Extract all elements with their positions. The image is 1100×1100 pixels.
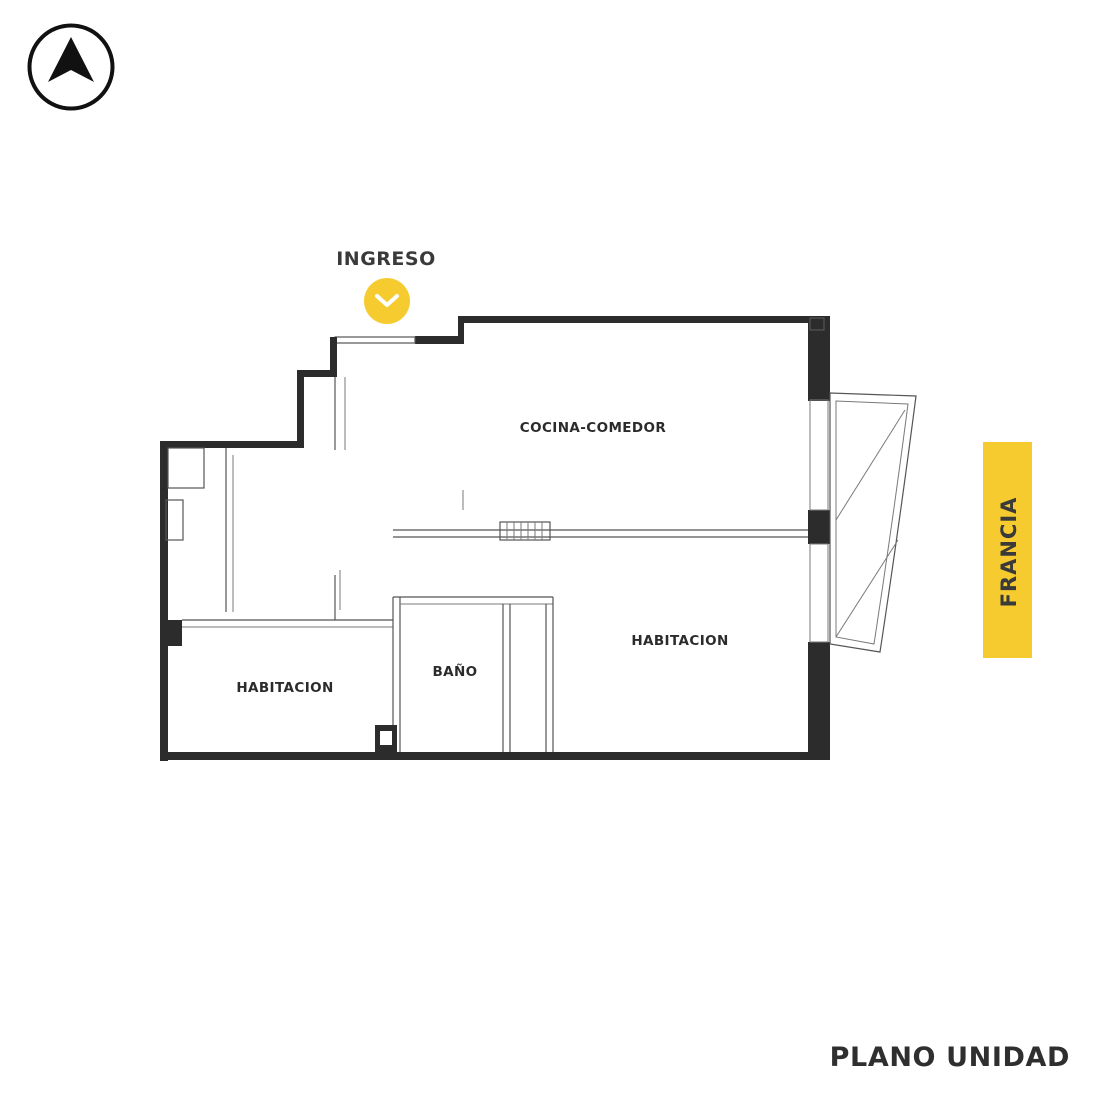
room-label-bedroom-left: HABITACION	[236, 680, 333, 696]
walls	[160, 316, 830, 761]
balcony	[829, 392, 917, 653]
room-label-bedroom-right: HABITACION	[631, 633, 728, 649]
chevron-down-icon	[364, 278, 410, 324]
partitions	[182, 377, 808, 752]
room-label-bathroom: BAÑO	[432, 663, 477, 680]
room-label-kitchen-dining: COCINA-COMEDOR	[520, 420, 667, 436]
entry-label: INGRESO	[336, 248, 436, 270]
street-band: FRANCIA	[983, 442, 1032, 658]
street-label: FRANCIA	[997, 497, 1021, 608]
entry-marker: INGRESO	[336, 248, 436, 324]
north-arrow-icon	[27, 23, 115, 111]
plan-title: PLANO UNIDAD	[829, 1042, 1070, 1073]
